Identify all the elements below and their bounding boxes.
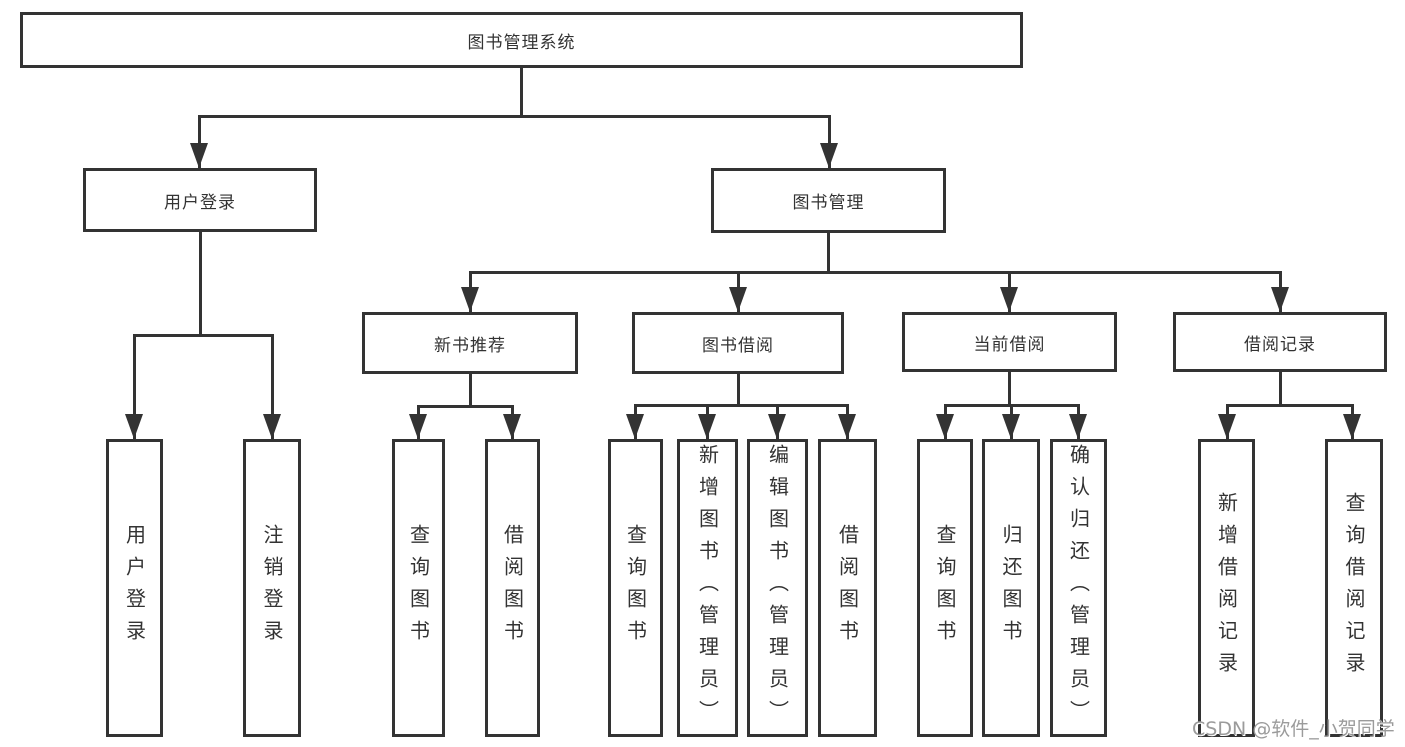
node-new-book-recommend-label: 新书推荐 (434, 335, 506, 356)
leaf-bb-borrow-books-label: 借阅图书 (835, 524, 860, 652)
node-root: 图书管理系统 (20, 12, 1023, 68)
arrowhead-down-icon (838, 414, 856, 439)
connector-line (271, 336, 274, 439)
arrowhead-down-icon (1069, 414, 1087, 439)
node-borrowing-records: 借阅记录 (1173, 312, 1387, 372)
leaf-bb-borrow-books: 借阅图书 (818, 439, 877, 737)
leaf-logout-login-label: 注销登录 (260, 524, 284, 652)
leaf-nbr-query-books: 查询图书 (392, 439, 445, 737)
arrowhead-down-icon (729, 287, 747, 312)
leaf-cb-confirm-return-admin: 确认归还（管理员） (1050, 439, 1107, 737)
connector-line (417, 405, 514, 408)
node-book-management: 图书管理 (711, 168, 946, 233)
node-user-login: 用户登录 (83, 168, 317, 232)
connector-line (133, 334, 274, 337)
connector-line (520, 68, 523, 116)
leaf-user-login-label: 用户登录 (122, 524, 147, 652)
arrowhead-down-icon (263, 414, 281, 439)
arrowhead-down-icon (1343, 414, 1361, 439)
leaf-br-query-record-label: 查询借阅记录 (1342, 492, 1366, 684)
leaf-cb-query-books-label: 查询图书 (933, 524, 957, 652)
leaf-cb-return-books-label: 归还图书 (999, 524, 1023, 652)
leaf-nbr-query-books-label: 查询图书 (406, 524, 431, 652)
connector-line (469, 374, 472, 407)
arrowhead-down-icon (190, 143, 208, 168)
leaf-cb-return-books: 归还图书 (982, 439, 1040, 737)
node-user-login-label: 用户登录 (164, 192, 236, 213)
arrowhead-down-icon (768, 414, 786, 439)
connector-line (1008, 372, 1011, 406)
leaf-bb-add-books-admin: 新增图书（管理员） (677, 439, 738, 737)
connector-line (737, 374, 740, 406)
csdn-watermark: CSDN @软件_小贺同学 (1192, 718, 1395, 740)
node-root-label: 图书管理系统 (467, 32, 576, 53)
node-book-management-label: 图书管理 (792, 193, 865, 213)
node-current-borrowing-label: 当前借阅 (973, 334, 1046, 355)
connector-line (1226, 404, 1354, 407)
leaf-nbr-borrow-books: 借阅图书 (485, 439, 540, 737)
node-book-borrowing-label: 图书借阅 (702, 335, 774, 356)
arrowhead-down-icon (409, 414, 427, 439)
arrowhead-down-icon (503, 414, 521, 439)
leaf-bb-query-books: 查询图书 (608, 439, 663, 737)
node-current-borrowing: 当前借阅 (902, 312, 1117, 372)
arrowhead-down-icon (936, 414, 954, 439)
node-new-book-recommend: 新书推荐 (362, 312, 578, 374)
arrowhead-down-icon (698, 414, 716, 439)
arrowhead-down-icon (1002, 414, 1020, 439)
connector-line (198, 115, 831, 118)
leaf-br-add-record-label: 新增借阅记录 (1214, 492, 1239, 684)
arrowhead-down-icon (461, 287, 479, 312)
leaf-bb-edit-books-admin-label: 编辑图书（管理员） (765, 444, 790, 732)
node-book-borrowing: 图书借阅 (632, 312, 844, 374)
connector-line (634, 404, 849, 407)
connector-line (827, 233, 830, 273)
connector-line (198, 116, 201, 168)
arrowhead-down-icon (125, 414, 143, 439)
connector-line (199, 232, 202, 336)
leaf-logout-login: 注销登录 (243, 439, 301, 737)
leaf-br-query-record: 查询借阅记录 (1325, 439, 1383, 737)
leaf-bb-edit-books-admin: 编辑图书（管理员） (747, 439, 808, 737)
leaf-bb-query-books-label: 查询图书 (623, 524, 648, 652)
leaf-cb-query-books: 查询图书 (917, 439, 973, 737)
arrowhead-down-icon (1000, 287, 1018, 312)
leaf-user-login: 用户登录 (106, 439, 163, 737)
arrowhead-down-icon (820, 143, 838, 168)
connector-line (944, 404, 1080, 407)
connector-line (133, 336, 136, 439)
leaf-br-add-record: 新增借阅记录 (1198, 439, 1255, 737)
connector-line (469, 271, 1282, 274)
arrowhead-down-icon (1218, 414, 1236, 439)
leaf-nbr-borrow-books-label: 借阅图书 (500, 524, 525, 652)
connector-line (1279, 372, 1282, 406)
arrowhead-down-icon (1271, 287, 1289, 312)
leaf-bb-add-books-admin-label: 新增图书（管理员） (695, 444, 720, 732)
arrowhead-down-icon (626, 414, 644, 439)
connector-line (828, 116, 831, 168)
leaf-cb-confirm-return-admin-label: 确认归还（管理员） (1066, 444, 1091, 732)
node-borrowing-records-label: 借阅记录 (1244, 334, 1316, 355)
